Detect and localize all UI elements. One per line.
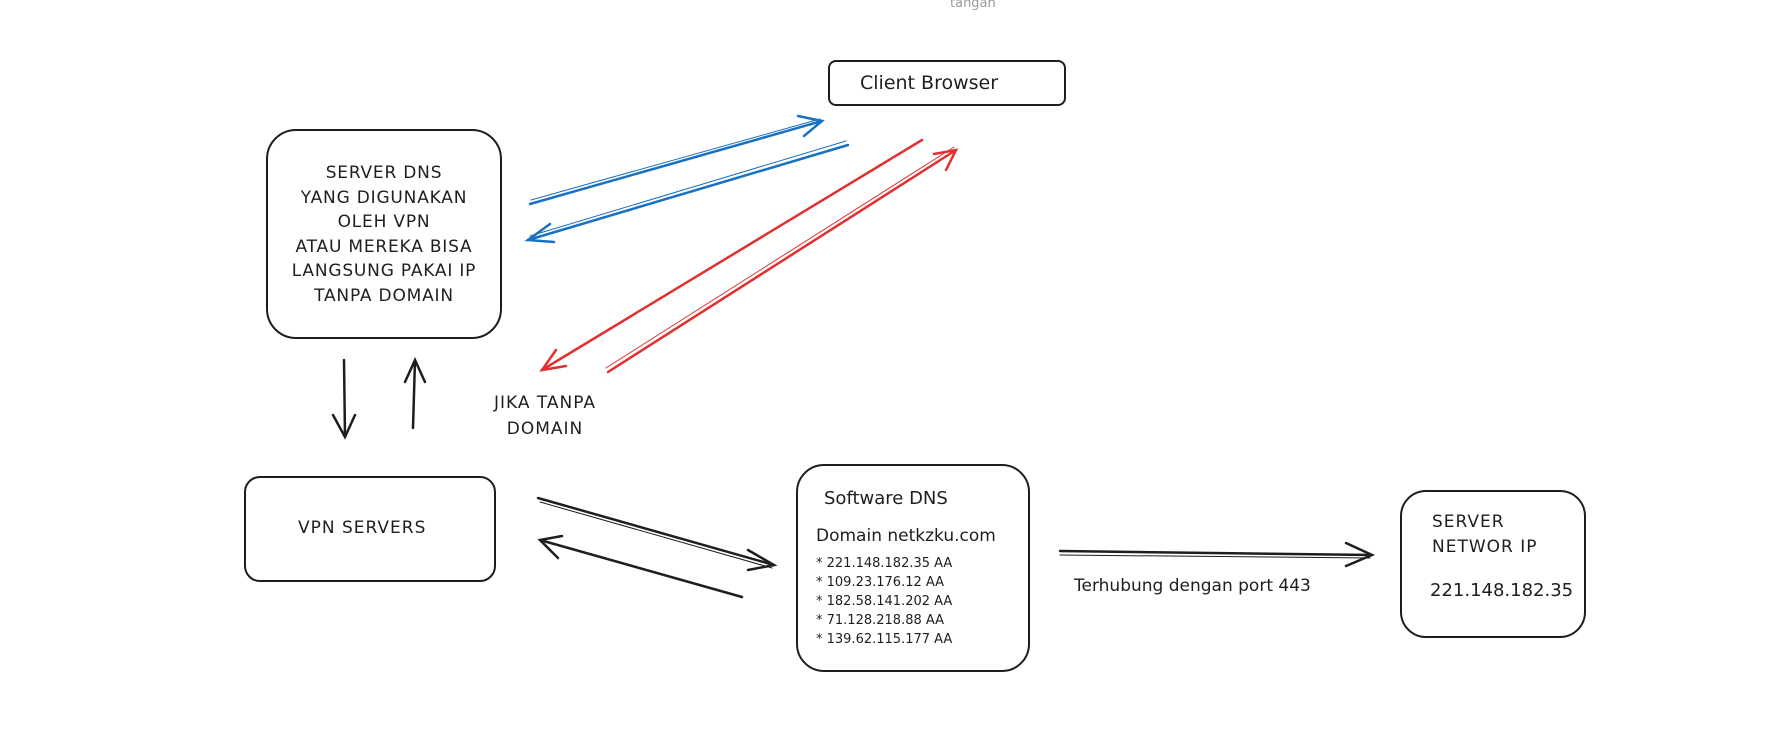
client-browser-label: Client Browser bbox=[860, 72, 999, 94]
dns-record: * 109.23.176.12 AA bbox=[816, 575, 945, 590]
software-dns-box: Software DNS Domain netkzku.com * 221.14… bbox=[796, 464, 1030, 672]
server-dns-box: SERVER DNS YANG DIGUNAKAN OLEH VPN ATAU … bbox=[266, 129, 502, 339]
jika-tanpa-line1: JIKA TANPA bbox=[493, 393, 597, 413]
blue-arrow-to-client bbox=[528, 114, 825, 206]
client-browser-box: Client Browser bbox=[828, 60, 1066, 106]
server-network-line2: NETWOR IP bbox=[1432, 537, 1538, 557]
software-dns-title: Software DNS bbox=[824, 488, 948, 509]
red-arrow-down bbox=[539, 138, 924, 372]
server-dns-line: LANGSUNG PAKAI IP bbox=[291, 261, 477, 281]
red-arrow-up bbox=[605, 146, 959, 374]
arrow-software-dns-to-server bbox=[1058, 541, 1376, 568]
arrow-dns-to-vpn bbox=[331, 358, 357, 440]
server-dns-line: ATAU MEREKA BISA bbox=[295, 236, 473, 257]
dns-record: * 71.128.218.88 AA bbox=[816, 613, 945, 628]
dns-records-list: * 221.148.182.35 AA * 109.23.176.12 AA *… bbox=[816, 554, 952, 649]
port-label: Terhubung dengan port 443 bbox=[1074, 576, 1311, 596]
top-label: tangan bbox=[950, 0, 996, 11]
server-dns-line: TANPA DOMAIN bbox=[314, 285, 454, 306]
server-network-line1: SERVER bbox=[1432, 512, 1505, 532]
jika-tanpa-line2: DOMAIN bbox=[506, 419, 584, 439]
server-dns-line: SERVER DNS bbox=[325, 163, 443, 183]
arrow-vpn-to-dns bbox=[403, 356, 427, 430]
jika-tanpa-domain-label: JIKA TANPA DOMAIN bbox=[470, 390, 620, 442]
blue-arrow-to-dns bbox=[524, 140, 850, 244]
server-network-ip: 221.148.182.35 bbox=[1430, 580, 1574, 601]
arrow-software-dns-to-vpn bbox=[537, 534, 744, 599]
server-network-box: SERVER NETWOR IP 221.148.182.35 bbox=[1400, 490, 1586, 638]
server-dns-line: YANG DIGUNAKAN bbox=[300, 187, 468, 208]
dns-record: * 182.58.141.202 AA bbox=[816, 594, 953, 609]
dns-record: * 221.148.182.35 AA bbox=[816, 556, 953, 571]
arrow-vpn-to-software-dns bbox=[536, 496, 778, 572]
software-dns-domain: Domain netkzku.com bbox=[816, 526, 996, 546]
dns-record: * 139.62.115.177 AA bbox=[816, 632, 953, 647]
server-dns-text: SERVER DNS YANG DIGUNAKAN OLEH VPN ATAU … bbox=[268, 161, 500, 308]
server-dns-line: OLEH VPN bbox=[337, 212, 431, 232]
vpn-servers-label: VPN SERVERS bbox=[298, 518, 427, 538]
vpn-servers-box: VPN SERVERS bbox=[244, 476, 496, 582]
